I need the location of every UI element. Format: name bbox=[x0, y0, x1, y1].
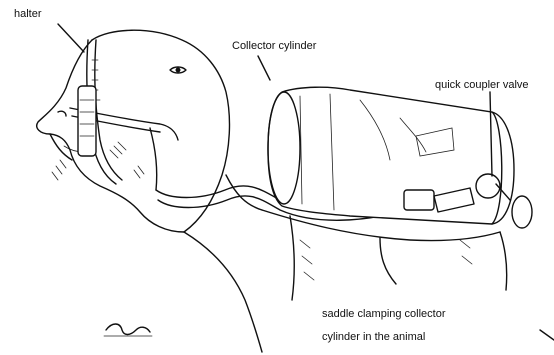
saddle-label-line1: saddle clamping collector bbox=[322, 308, 446, 320]
saddle-leader bbox=[540, 330, 554, 340]
collector-cylinder-label: Collector cylinder bbox=[232, 40, 316, 52]
quick-coupler-valve-label: quick coupler valve bbox=[435, 79, 529, 91]
halter-straps bbox=[70, 40, 178, 190]
collector-leader bbox=[258, 56, 270, 80]
halter-label: halter bbox=[14, 8, 42, 20]
saddle-label-line2: cylinder in the animal bbox=[322, 331, 425, 343]
halter-leader bbox=[58, 24, 84, 52]
goat-head bbox=[37, 30, 262, 352]
collector-cylinder bbox=[268, 87, 514, 224]
